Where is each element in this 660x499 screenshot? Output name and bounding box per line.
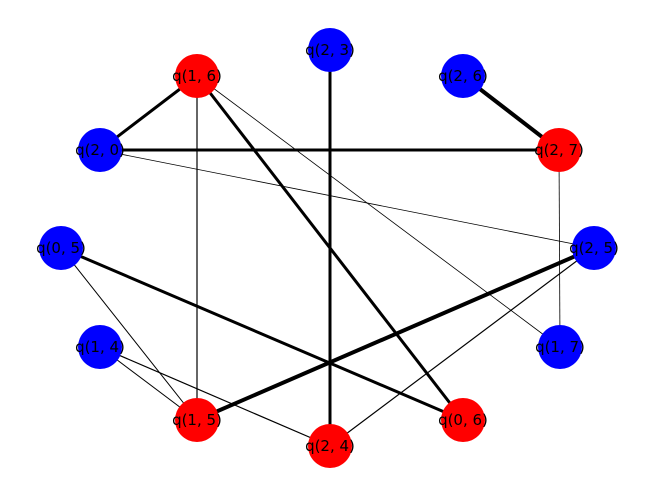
- node-label: q(0, 5): [36, 239, 86, 257]
- node-q14: q(1, 4): [75, 325, 125, 369]
- node-circle: [441, 398, 485, 442]
- node-circle: [441, 54, 485, 98]
- node-label: q(2, 5): [569, 239, 619, 257]
- node-q17: q(1, 7): [535, 325, 585, 369]
- node-label: q(1, 4): [75, 338, 125, 356]
- edge-q16-q17: [196, 75, 561, 348]
- node-label: q(2, 3): [305, 41, 355, 59]
- node-q23: q(2, 3): [305, 28, 355, 72]
- node-label: q(2, 6): [438, 67, 488, 85]
- node-circle: [537, 128, 581, 172]
- node-circle: [39, 226, 83, 270]
- node-circle: [78, 325, 122, 369]
- node-label: q(1, 7): [535, 338, 585, 356]
- edge-q14-q24: [99, 346, 331, 447]
- node-q24: q(2, 4): [305, 424, 355, 468]
- node-q05: q(0, 5): [36, 226, 86, 270]
- node-q20: q(2, 0): [75, 128, 125, 172]
- node-layer: q(2, 3) q(2, 6) q(2, 7) q(2, 5) q(1, 7) q(0, …: [36, 28, 619, 468]
- node-circle: [572, 226, 616, 270]
- node-q27: q(2, 7): [534, 128, 584, 172]
- edge-q05-q06: [60, 246, 464, 422]
- edge-q25-q24: [329, 247, 595, 447]
- node-q25: q(2, 5): [569, 226, 619, 270]
- node-label: q(2, 7): [534, 141, 584, 159]
- node-q16: q(1, 6): [172, 54, 222, 98]
- node-q06: q(0, 6): [438, 398, 488, 442]
- edge-layer: [60, 50, 595, 447]
- edge-q27-q17: [558, 149, 561, 348]
- node-circle: [308, 28, 352, 72]
- edge-q25-q15: [196, 246, 595, 422]
- node-label: q(1, 5): [172, 411, 222, 429]
- node-label: q(0, 6): [438, 411, 488, 429]
- node-circle: [78, 128, 122, 172]
- edge-q05-q15: [60, 247, 198, 421]
- node-circle: [175, 398, 219, 442]
- node-circle: [175, 54, 219, 98]
- node-q15: q(1, 5): [172, 398, 222, 442]
- node-q26: q(2, 6): [438, 54, 488, 98]
- edge-q20-q25: [99, 149, 595, 249]
- node-circle: [538, 325, 582, 369]
- node-label: q(2, 4): [305, 437, 355, 455]
- node-label: q(2, 0): [75, 141, 125, 159]
- node-circle: [308, 424, 352, 468]
- node-label: q(1, 6): [172, 67, 222, 85]
